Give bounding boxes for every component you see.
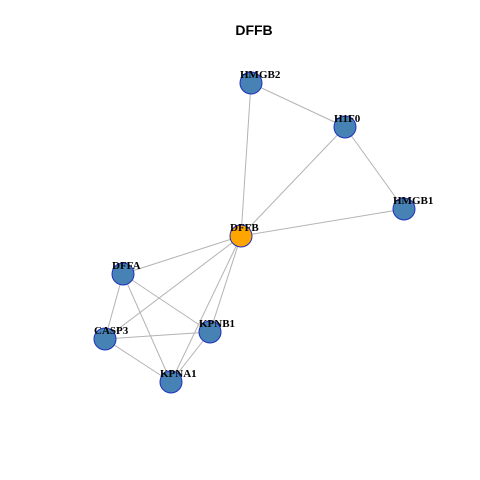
edge-casp3-kpna1 — [104, 338, 172, 383]
edge-hmgb2-h1f0 — [250, 82, 346, 128]
node-label: KPNB1 — [199, 318, 235, 330]
node-casp3[interactable]: CASP3 — [93, 325, 129, 351]
diagram-title: DFFB — [235, 22, 272, 38]
edge-dffb-kpnb1 — [209, 235, 242, 333]
node-hmgb1[interactable]: HMGB1 — [392, 195, 433, 221]
edge-dffb-casp3 — [104, 235, 242, 340]
edge-casp3-kpnb1 — [104, 331, 211, 340]
node-label: KPNA1 — [160, 368, 197, 380]
node-circle[interactable] — [93, 327, 117, 351]
edge-hmgb1-dffb — [240, 208, 405, 237]
node-hmgb2[interactable]: HMGB2 — [239, 69, 281, 95]
edge-dffa-kpnb1 — [122, 273, 211, 333]
node-kpnb1[interactable]: KPNB1 — [198, 318, 235, 344]
edge-dffa-kpna1 — [122, 273, 172, 383]
node-circle[interactable] — [198, 320, 222, 344]
node-h1f0[interactable]: H1F0 — [333, 113, 361, 139]
node-label: DFFA — [112, 260, 141, 272]
node-label: H1F0 — [334, 113, 361, 125]
node-label: HMGB1 — [393, 195, 433, 207]
node-label: DFFB — [230, 222, 259, 234]
edge-dffb-dffa — [122, 235, 242, 275]
node-label: CASP3 — [94, 325, 129, 337]
node-dffb[interactable]: DFFB — [229, 222, 259, 248]
node-circle[interactable] — [229, 224, 253, 248]
edge-hmgb2-dffb — [240, 82, 252, 237]
node-circle[interactable] — [239, 71, 263, 95]
node-label: HMGB2 — [240, 69, 281, 81]
node-circle[interactable] — [392, 197, 416, 221]
edge-dffb-kpna1 — [170, 235, 242, 383]
node-circle[interactable] — [159, 370, 183, 394]
edge-layer — [104, 82, 405, 383]
edge-h1f0-hmgb1 — [344, 126, 405, 210]
edge-h1f0-dffb — [240, 126, 346, 237]
node-kpna1[interactable]: KPNA1 — [159, 368, 197, 394]
node-dffa[interactable]: DFFA — [111, 260, 141, 286]
node-circle[interactable] — [333, 115, 357, 139]
node-circle[interactable] — [111, 262, 135, 286]
